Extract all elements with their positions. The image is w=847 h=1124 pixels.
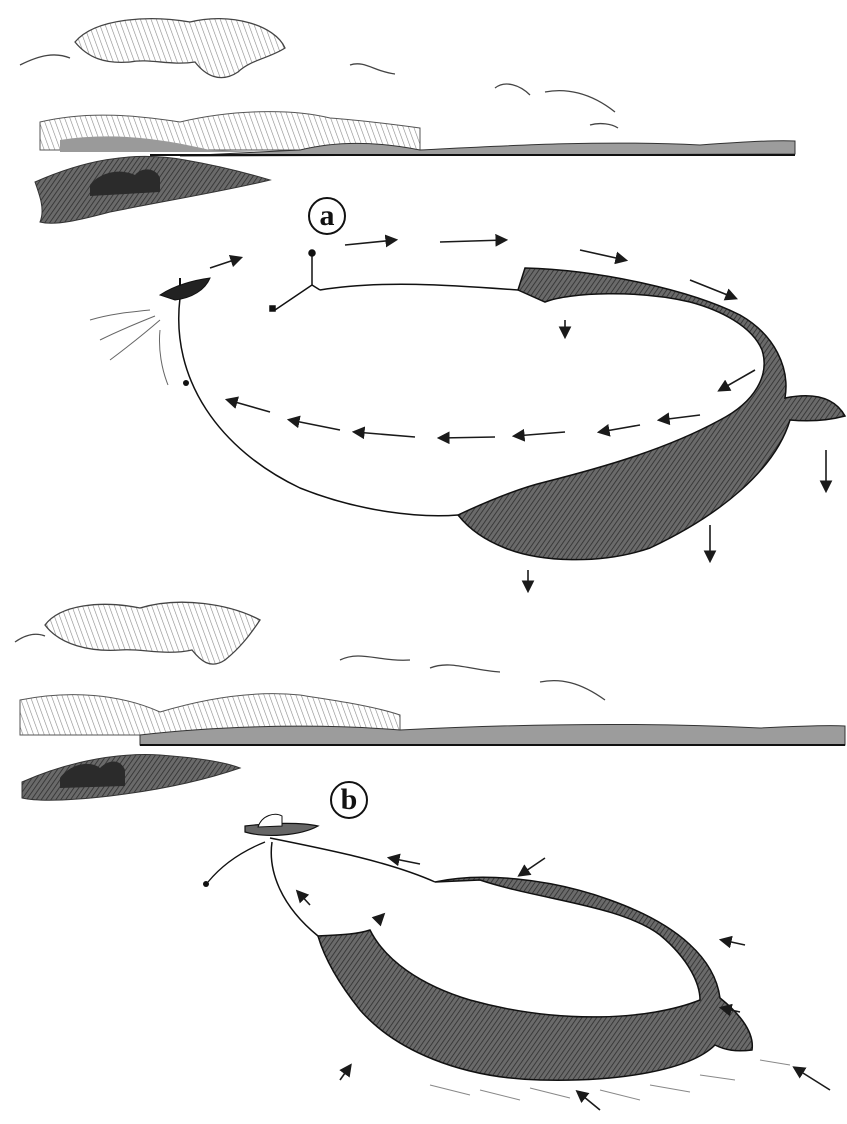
purse-line-a <box>320 284 518 290</box>
purse-net-a <box>458 268 845 560</box>
lead-line-a <box>179 298 458 516</box>
purse-net-b <box>318 877 752 1080</box>
boat-b <box>245 814 318 835</box>
purse-line-b <box>270 838 435 882</box>
panel-label-b: b <box>330 781 368 819</box>
bridle-a <box>270 250 320 311</box>
horizon-a <box>35 112 795 224</box>
panel-b <box>15 602 845 1110</box>
clouds-a <box>20 19 618 128</box>
clouds-b <box>15 602 605 700</box>
boat-a <box>90 278 210 386</box>
tow-line-b <box>208 842 265 882</box>
panel-a <box>20 19 845 590</box>
panel-label-a: a <box>308 197 346 235</box>
lead-line-b <box>271 842 318 936</box>
horizon-b <box>20 694 845 800</box>
